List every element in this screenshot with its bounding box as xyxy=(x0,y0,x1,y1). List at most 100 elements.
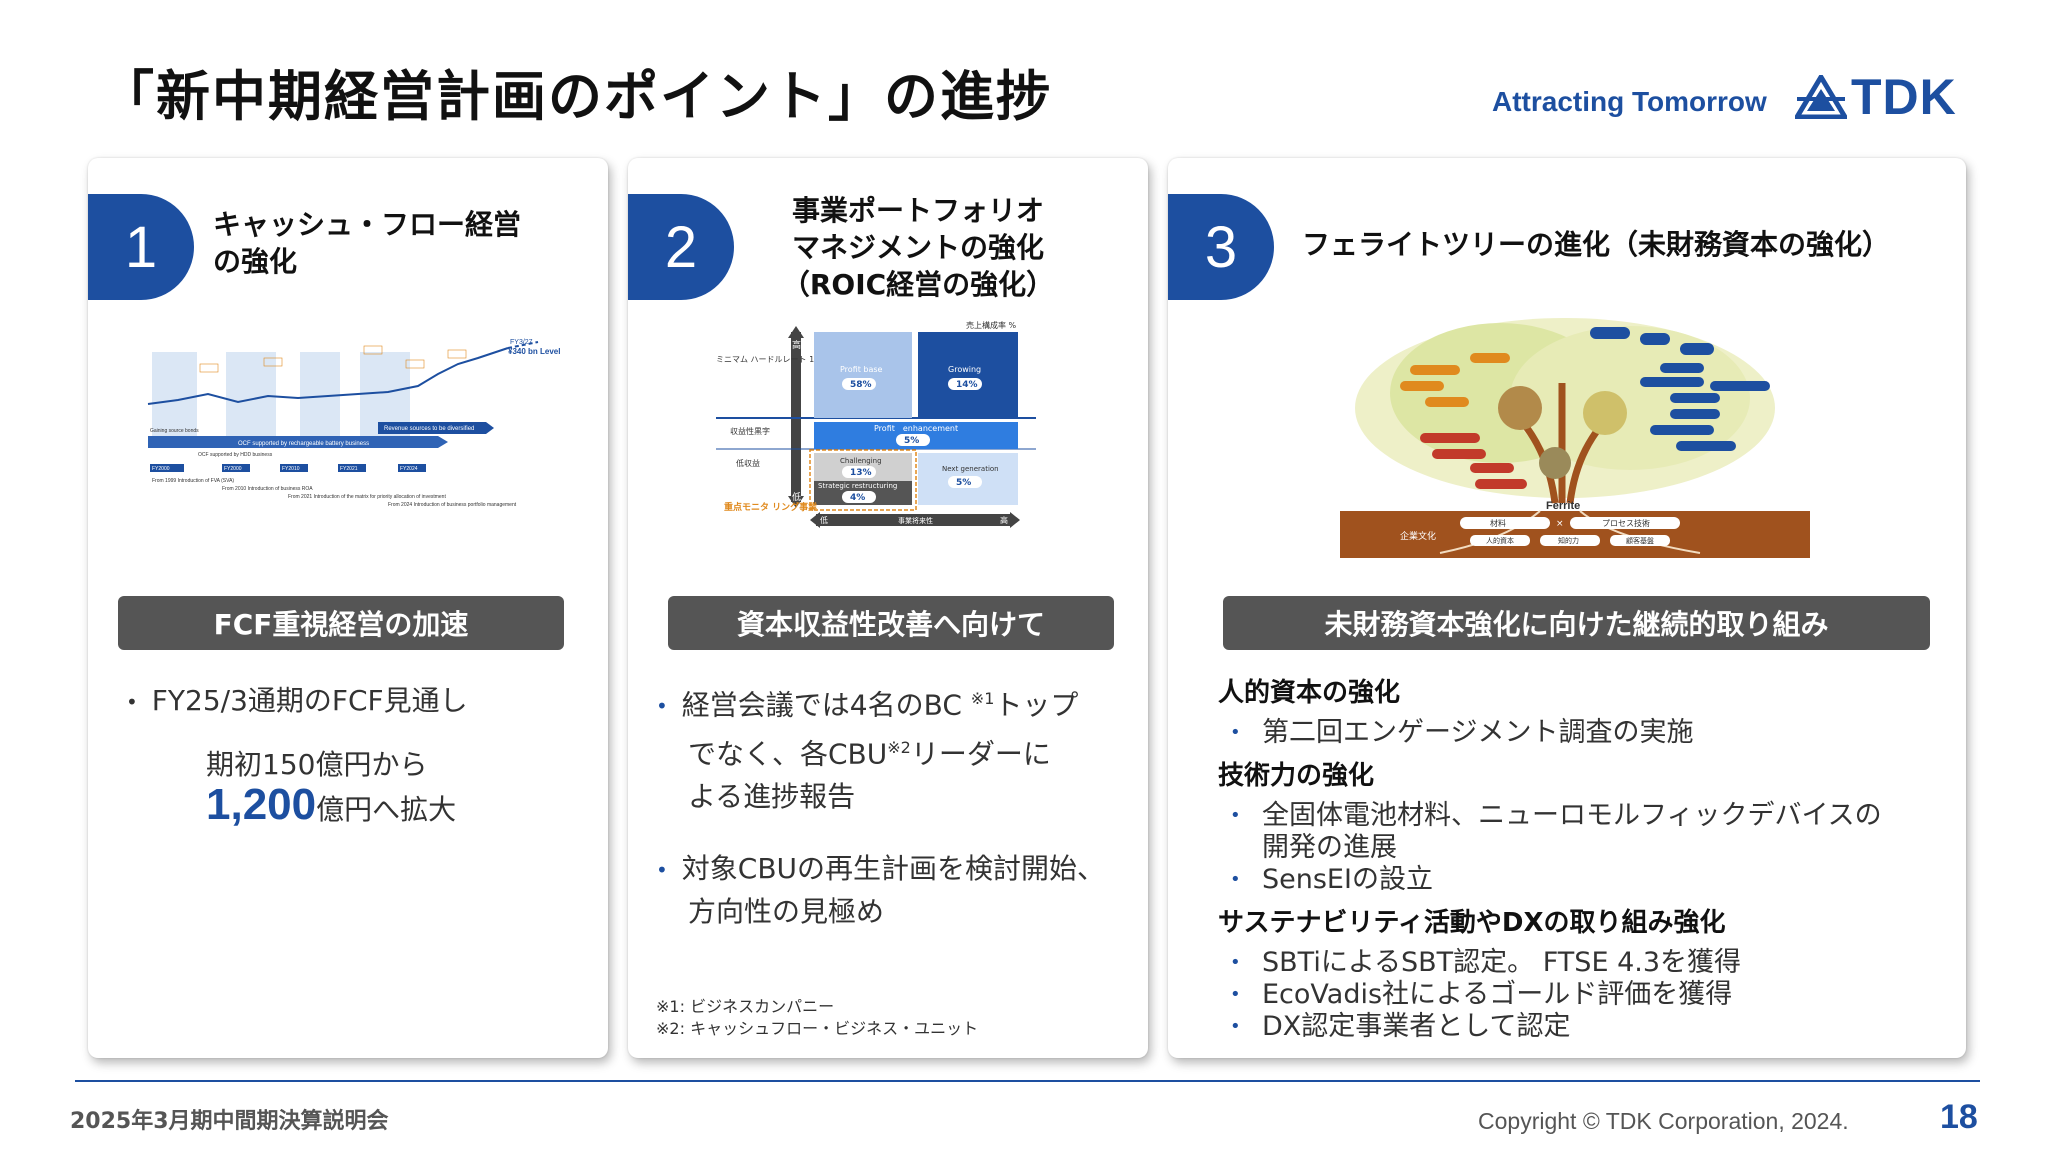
list-item-continuation: 開発の進展 xyxy=(1218,832,1948,864)
bullet-text: リーダーに xyxy=(910,737,1051,771)
year-label: FY2021 xyxy=(340,466,358,472)
chart-band-label: OCF supported by HDD business xyxy=(198,452,273,458)
section-title: 人的資本の強化 xyxy=(1218,678,1401,708)
heading-line: マネジメントの強化 xyxy=(791,231,1044,264)
bullet-icon: • xyxy=(1230,805,1241,826)
x-axis-label: 事業将来性 xyxy=(898,516,933,525)
footnote-ref: ※1 xyxy=(970,689,995,708)
brand-tagline: Attracting Tomorrow xyxy=(1492,86,1767,117)
forecast-value: 1,200 xyxy=(206,780,317,829)
card-heading: キャッシュ・フロー経営 の強化 xyxy=(213,206,521,280)
chart-band-label: OCF supported by rechargeable battery bu… xyxy=(238,441,369,447)
milestone-label: From 2024 Introduction of business portf… xyxy=(388,502,517,508)
chart-label: ¥340 bn Level xyxy=(508,347,560,356)
row-label-mid: 収益性黒字 xyxy=(730,426,770,436)
page-number: 18 xyxy=(1940,1098,1978,1136)
chart-label: FY3/27 xyxy=(510,339,533,346)
bullet-item: •FY25/3通期のFCF見通し xyxy=(126,680,468,723)
cell-label: Profit enhancement xyxy=(874,424,958,433)
section-bar: FCF重視経営の加速 xyxy=(118,596,564,650)
footnote: ※2: キャッシュフロー・ビジネス・ユニット xyxy=(656,1019,979,1038)
list-item: •SBTiによるSBT認定。 FTSE 4.3を獲得 xyxy=(1218,947,1948,979)
cell-label: Challenging xyxy=(840,457,882,465)
list-item-text: SensEIの設立 xyxy=(1262,864,1433,895)
bullet-icon: • xyxy=(656,694,668,719)
cell-label: Growing xyxy=(948,365,981,374)
roic-matrix: 売上構成率 % 高 低 ミニマム ハードルレート 10%超 収益性黒字 低収益 … xyxy=(716,316,1046,560)
section-bar: 未財務資本強化に向けた継続的取り組み xyxy=(1223,596,1930,650)
list-item: • DX認定事業者として認定 xyxy=(1218,1011,1948,1043)
card-ferrite-tree: 3 フェライトツリーの進化（未財務資本の強化） Ferrite 企業文化 材料 xyxy=(1168,158,1966,1058)
milestone-label: From 1999 Introduction of FVA (SVA) xyxy=(152,478,234,484)
bullet-text: でなく、各CBU xyxy=(688,737,888,771)
forecast-suffix: 億円へ拡大 xyxy=(316,793,457,826)
bullet-text: 方向性の見極め xyxy=(688,895,885,928)
card-number: 1 xyxy=(88,194,194,300)
heading-line: キャッシュ・フロー経営 xyxy=(213,208,522,241)
year-label: FY2010 xyxy=(282,466,300,472)
row-label-low: 低収益 xyxy=(736,458,760,468)
year-label: FY2000 xyxy=(224,466,242,472)
cell-label: Strategic restructuring xyxy=(818,482,897,490)
axis-high-label: 高 xyxy=(792,339,801,351)
bullet-icon: • xyxy=(1230,1016,1241,1037)
year-label: FY2000 xyxy=(152,466,170,472)
chart-band-label: Gaining source bonds xyxy=(150,428,199,434)
cell-label: Next generation xyxy=(942,465,999,473)
row-label-min: ミニマム ハードルレート 10%超 xyxy=(716,354,835,364)
cell-value: 14% xyxy=(956,380,978,390)
bullet-text: 対象CBUの再生計画を検討開始、 xyxy=(681,852,1106,885)
footnote: ※1: ビジネスカンパニー xyxy=(656,997,835,1016)
list-item: • 第二回エンゲージメント調査の実施 xyxy=(1218,717,1948,749)
bullet-text: よる進捗報告 xyxy=(688,779,856,813)
section-title: サステナビリティ活動やDXの取り組み強化 xyxy=(1218,908,1726,938)
bullet-icon: • xyxy=(656,858,668,882)
page-title: 「新中期経営計画のポイント」の進捗 xyxy=(100,65,1052,128)
ground-label: 企業文化 xyxy=(1400,530,1436,542)
ground-label: 知的力 xyxy=(1558,536,1579,545)
monitor-label: 重点モニタ リング事業 xyxy=(724,501,818,513)
list-item-text: 開発の進展 xyxy=(1262,832,1397,863)
bullet-icon: • xyxy=(1230,722,1241,743)
cell-value: 5% xyxy=(956,478,971,488)
bullet-icon: • xyxy=(1230,869,1241,890)
x-high-label: 高 xyxy=(1000,515,1008,525)
card-portfolio: 2 事業ポートフォリオ マネジメントの強化 （ROIC経営の強化） 売上構成率 … xyxy=(628,158,1148,1058)
ground-label: プロセス技術 xyxy=(1602,518,1650,528)
matrix-legend: 売上構成率 % xyxy=(966,320,1017,330)
ground-label: 顧客基盤 xyxy=(1626,536,1654,545)
fcf-history-chart: FY3/27 ¥340 bn Level OCF supported by re… xyxy=(138,338,568,508)
tree-root-label: Ferrite xyxy=(1546,500,1580,512)
heading-line: の強化 xyxy=(213,245,298,278)
card-heading: フェライトツリーの進化（未財務資本の強化） xyxy=(1302,228,1891,261)
copyright: Copyright © TDK Corporation, 2024. xyxy=(1478,1108,1849,1134)
list-item-text: 第二回エンゲージメント調査の実施 xyxy=(1262,717,1694,748)
cell-value: 5% xyxy=(904,436,919,446)
bullet-text: FY25/3通期のFCF見通し xyxy=(151,684,468,717)
cell-value: 13% xyxy=(850,468,872,478)
forecast-from: 期初150億円から xyxy=(206,748,428,781)
section-title: 技術力の強化 xyxy=(1218,761,1375,791)
list-item-text: 全固体電池材料、ニューロモルフィックデバイスの xyxy=(1262,800,1882,831)
cell-value: 4% xyxy=(850,493,865,503)
milestone-label: From 2010 Introduction of business ROA xyxy=(222,486,313,492)
footnotes: ※1: ビジネスカンパニー ※2: キャッシュフロー・ビジネス・ユニット xyxy=(656,996,978,1040)
bullet-text: トップ xyxy=(994,688,1079,722)
milestone-label: From 2021 Introduction of the matrix for… xyxy=(288,494,446,500)
ground-label: × xyxy=(1556,519,1564,529)
bullet-item: • 対象CBUの再生計画を検討開始、 方向性の見極め xyxy=(656,848,1105,933)
x-low-label: 低 xyxy=(820,515,828,525)
card-number: 2 xyxy=(628,194,734,300)
bullet-text: 経営会議では4名のBC xyxy=(681,688,971,722)
tdk-logo: TDK xyxy=(1795,68,1957,126)
list-item-text: DX認定事業者として認定 xyxy=(1262,1011,1571,1042)
bullet-icon: • xyxy=(1230,952,1241,973)
forecast-to: 1,200億円へ拡大 xyxy=(206,783,457,831)
capital-sections: 人的資本の強化 • 第二回エンゲージメント調査の実施 技術力の強化 • 全固体電池材… xyxy=(1218,666,1948,1043)
cell-value: 58% xyxy=(850,380,872,390)
ferrite-tree-figure: Ferrite 企業文化 材料 × プロセス技術 人的資本 知的力 顧客基盤 xyxy=(1340,313,1810,558)
chart-band-label: Revenue sources to be diversified xyxy=(384,426,474,432)
heading-line: （ROIC経営の強化） xyxy=(781,268,1055,301)
axis-low-label: 低 xyxy=(792,491,801,503)
card-number: 3 xyxy=(1168,194,1274,300)
